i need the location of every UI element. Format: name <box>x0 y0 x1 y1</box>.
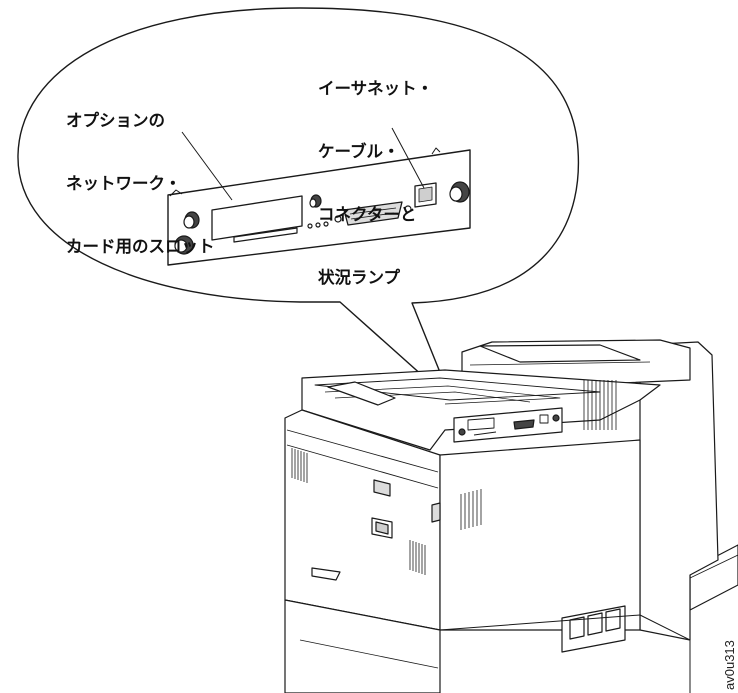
thumb-screw-mid <box>309 194 322 208</box>
thumb-screw-left-bottom <box>174 235 194 255</box>
label-network-card-slot: オプションの ネットワーク・ カード用のスロット <box>66 68 215 278</box>
status-lamp-enlarged <box>414 182 437 208</box>
label-line: オプションの <box>66 111 165 130</box>
thumb-screw-right <box>449 181 470 203</box>
label-line: 状況ランプ <box>318 268 401 287</box>
label-line: ケーブル・ <box>318 142 400 161</box>
label-line: イーサネット・ <box>318 79 434 98</box>
label-line: コネクターと <box>318 205 417 224</box>
enlarged-card-plate <box>167 147 471 266</box>
label-line: カード用のスロット <box>66 237 215 256</box>
leader-line-lamp <box>391 127 425 189</box>
label-ethernet-connector: イーサネット・ ケーブル・ コネクターと 状況ランプ <box>318 36 433 309</box>
ethernet-connector-enlarged <box>334 201 412 226</box>
right-vent <box>460 380 617 530</box>
label-line: ネットワーク・ <box>66 174 182 193</box>
thumb-screw-left-top <box>183 211 200 229</box>
card-slot-enlarged <box>211 195 303 243</box>
leader-line-slot <box>181 131 233 201</box>
installed-network-card <box>453 407 563 443</box>
figure-id: av0u313 <box>722 640 737 690</box>
left-vent <box>291 448 426 575</box>
printer <box>284 339 738 693</box>
